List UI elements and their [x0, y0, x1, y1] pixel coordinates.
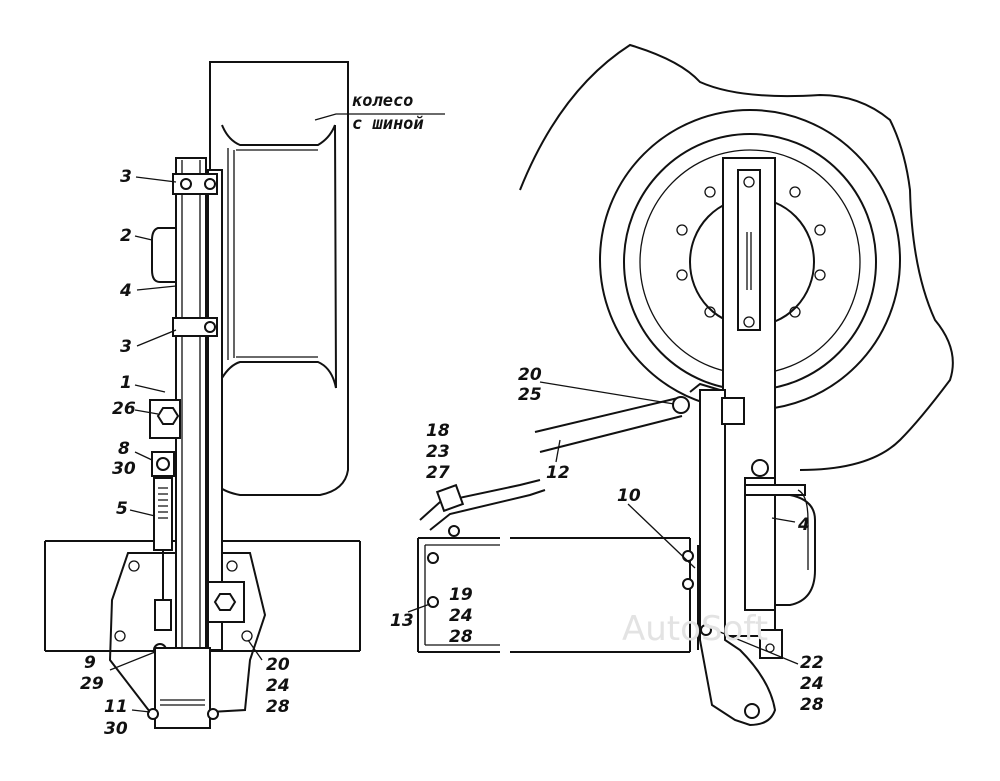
plate-hole	[226, 560, 238, 572]
callout-27: 27	[426, 463, 450, 483]
callout-22: 22	[800, 653, 824, 673]
callout-23: 23	[426, 442, 450, 462]
clamp-bottom	[172, 317, 218, 337]
hex-nut	[156, 407, 180, 425]
callout-3-bottom: 3	[120, 337, 132, 357]
callout-18: 18	[426, 421, 450, 441]
plate-hole	[114, 630, 126, 642]
plate-hole	[241, 630, 253, 642]
tire-sector	[519, 43, 954, 471]
callout-30-top: 30	[112, 459, 136, 479]
callout-11: 11	[104, 697, 128, 717]
callout-25: 25	[518, 385, 542, 405]
callout-28-left: 28	[266, 697, 290, 717]
callout-24-right: 24	[800, 674, 824, 694]
callout-30-bottom: 30	[104, 719, 128, 739]
tire-outline	[209, 61, 349, 496]
callout-28-right: 28	[800, 695, 824, 715]
callout-4: 4	[119, 281, 132, 301]
callout-26: 26	[112, 399, 136, 419]
callout-24-left: 24	[266, 676, 290, 696]
top-plate	[721, 397, 745, 425]
left-view	[44, 61, 361, 729]
callout-9: 9	[84, 653, 96, 673]
hinge-pin	[744, 703, 760, 719]
callout-29: 29	[80, 674, 104, 694]
hex-nut	[213, 593, 237, 611]
cross-beam	[417, 537, 712, 653]
handle	[151, 227, 176, 283]
callout-24-mid: 24	[449, 606, 473, 626]
callout-13: 13	[390, 611, 414, 631]
callout-2: 2	[120, 226, 132, 246]
lever	[419, 479, 546, 537]
clamp-top	[172, 173, 218, 195]
callout-19: 19	[449, 585, 473, 605]
callout-28-mid: 28	[449, 627, 473, 647]
mounting-plate	[108, 552, 267, 713]
wheel-label-line2: с шиной	[352, 114, 424, 134]
hinge-body	[699, 389, 777, 727]
callout-8: 8	[118, 439, 130, 459]
strap	[534, 382, 721, 453]
hinge-pin	[751, 459, 769, 477]
callout-1: 1	[120, 373, 132, 393]
callout-5: 5	[116, 499, 128, 519]
wheel-label-line1: колесо	[352, 91, 413, 111]
callout-12: 12	[546, 463, 570, 483]
lower-hinge	[147, 647, 219, 729]
callout-3-top: 3	[120, 167, 132, 187]
plate-hole	[128, 560, 140, 572]
watermark: AutoSoft	[622, 609, 768, 649]
callout-10: 10	[617, 486, 641, 506]
right-view	[417, 43, 954, 727]
leader-lines	[109, 113, 799, 713]
cylinder	[744, 477, 816, 659]
callout-4-right: 4	[797, 515, 810, 535]
callout-20-right: 20	[518, 365, 542, 385]
callout-20-left: 20	[266, 655, 290, 675]
wheel-rim	[221, 124, 337, 389]
